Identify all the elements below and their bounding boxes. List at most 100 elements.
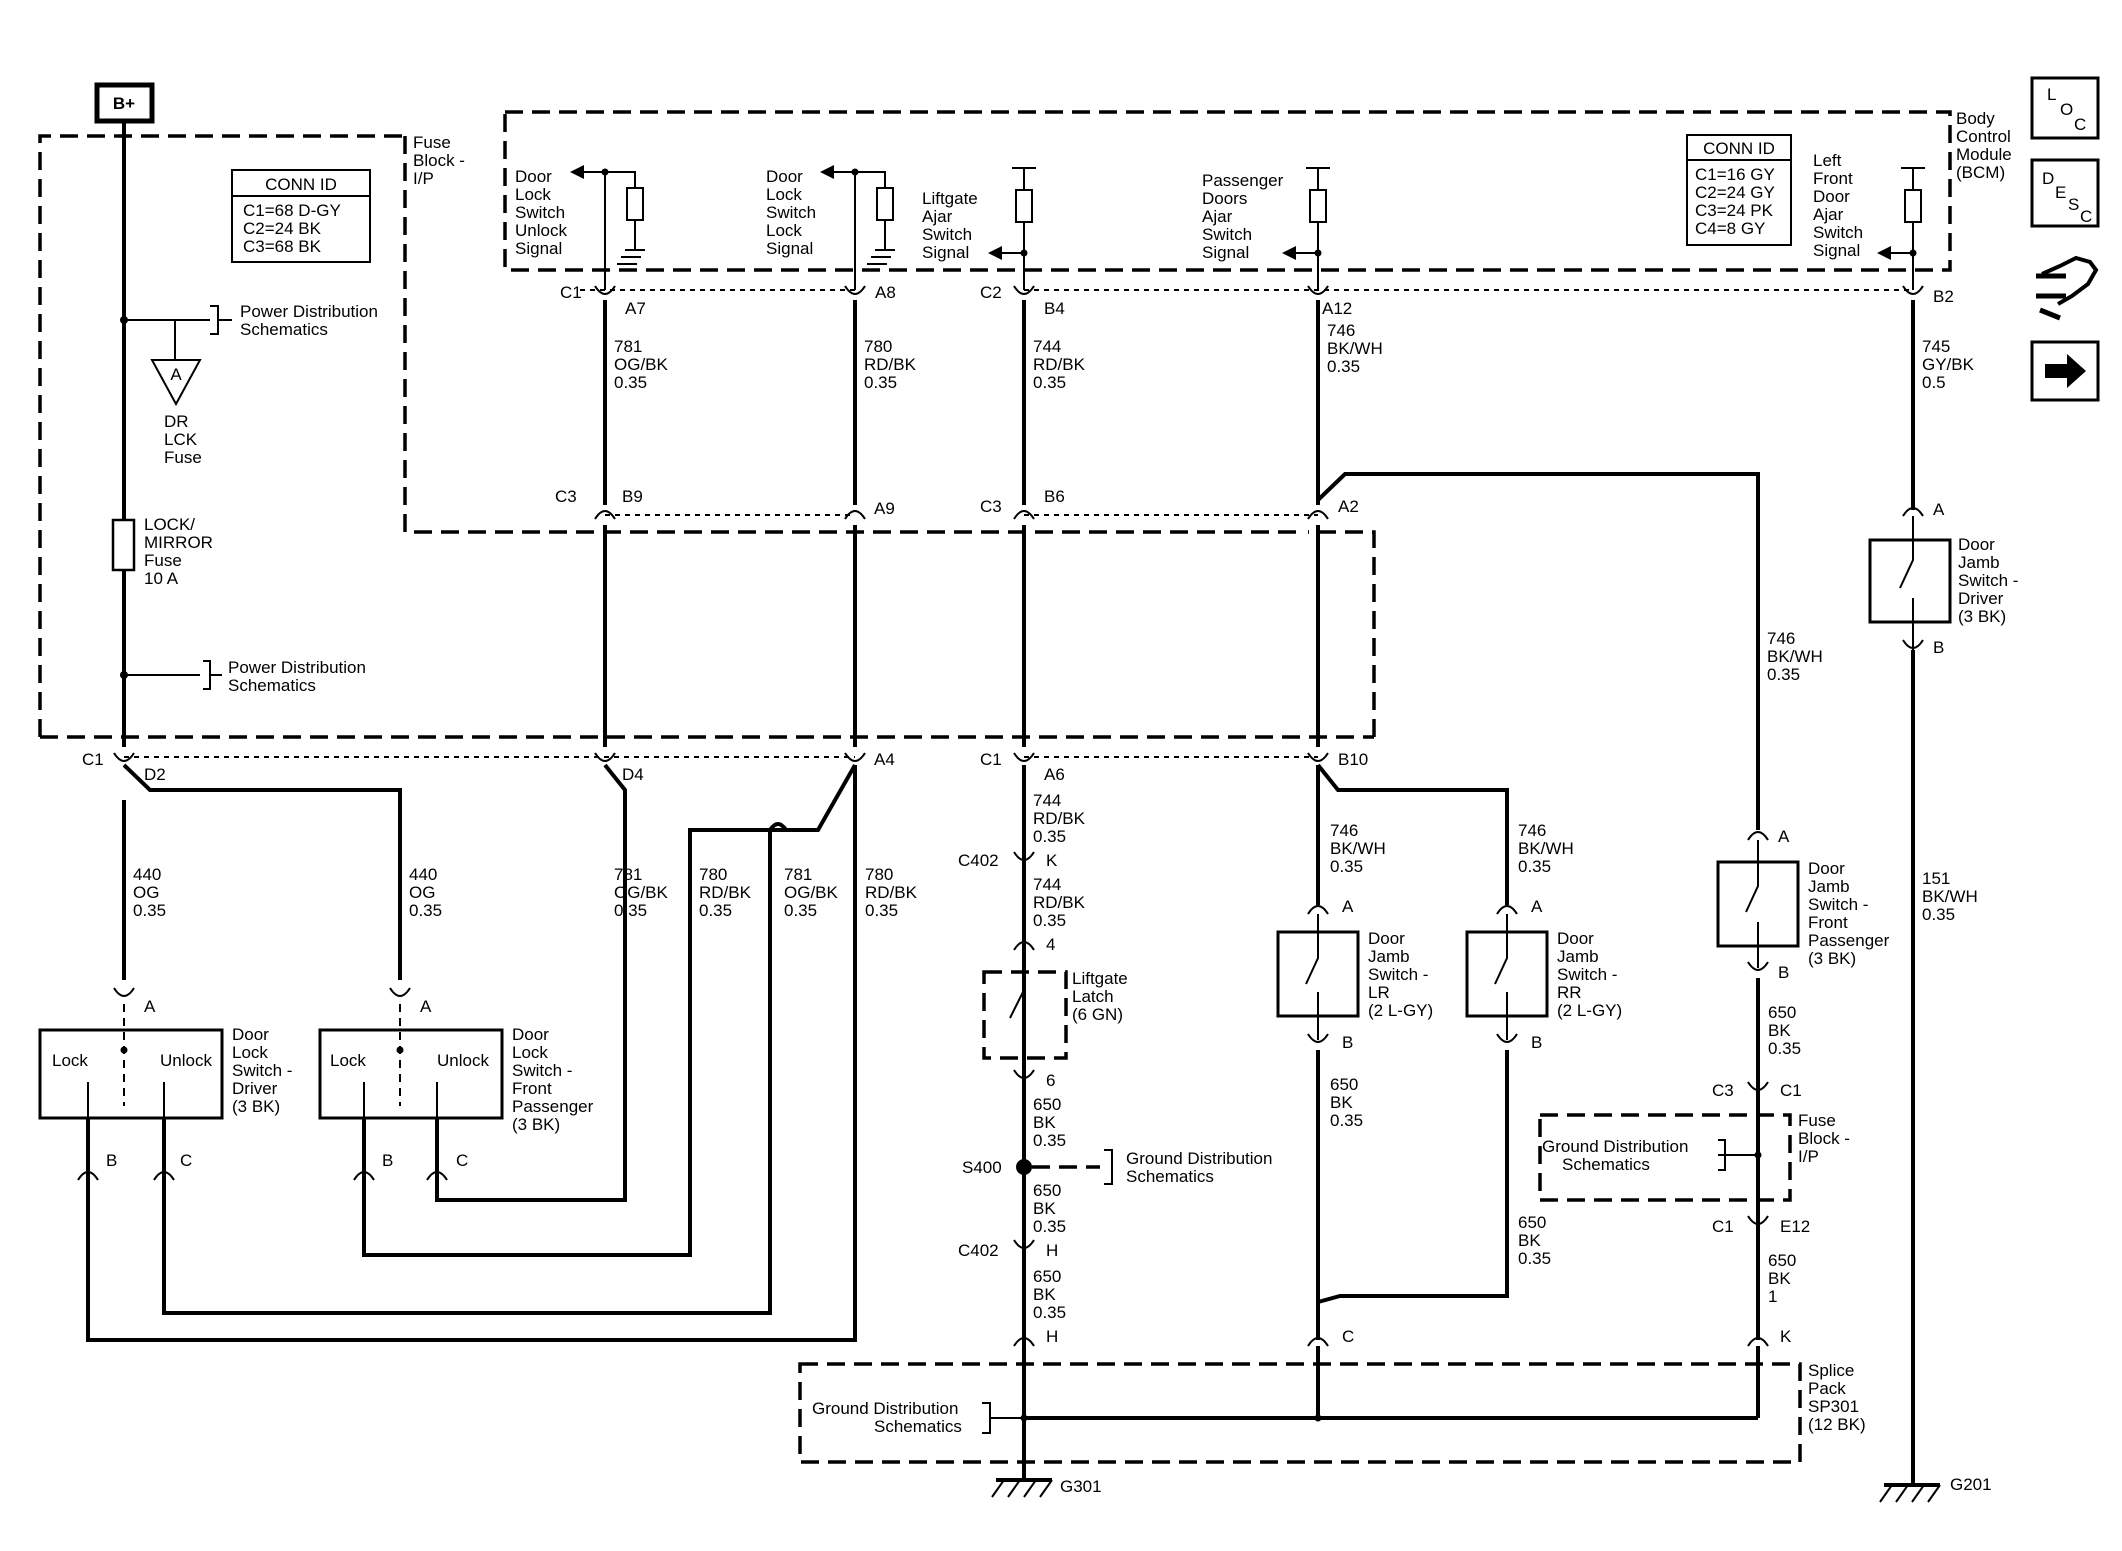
svg-text:744: 744 <box>1033 875 1061 894</box>
svg-text:0.35: 0.35 <box>1330 1111 1363 1130</box>
svg-text:Jamb: Jamb <box>1368 947 1410 966</box>
svg-text:C: C <box>2080 207 2092 226</box>
svg-text:SP301: SP301 <box>1808 1397 1859 1416</box>
svg-text:(6 GN): (6 GN) <box>1072 1005 1123 1024</box>
svg-text:Block -: Block - <box>1798 1129 1850 1148</box>
svg-text:Ground Distribution: Ground Distribution <box>1542 1137 1688 1156</box>
svg-text:BK: BK <box>1033 1113 1056 1132</box>
svg-text:Lock: Lock <box>330 1051 366 1070</box>
svg-text:Jamb: Jamb <box>1808 877 1850 896</box>
svg-text:C3: C3 <box>980 497 1002 516</box>
svg-text:RD/BK: RD/BK <box>865 883 918 902</box>
svg-text:Fuse: Fuse <box>413 133 451 152</box>
connector-icon[interactable] <box>2036 255 2099 321</box>
svg-text:A4: A4 <box>874 750 895 769</box>
svg-text:RD/BK: RD/BK <box>699 883 752 902</box>
svg-text:Block -: Block - <box>413 151 465 170</box>
bcm-title: Body Control Module (BCM) <box>1956 109 2012 182</box>
svg-text:Switch -: Switch - <box>512 1061 572 1080</box>
svg-text:Door: Door <box>766 167 803 186</box>
fuse-block-boundary <box>38 134 1376 739</box>
svg-text:C: C <box>456 1151 468 1170</box>
splice-pack-label: Splice Pack SP301 (12 BK) <box>1808 1361 1866 1434</box>
svg-text:A: A <box>420 997 432 1016</box>
door-lock-signal: Door Lock Switch Lock Signal <box>766 167 816 258</box>
loc-button[interactable]: L O C <box>2030 76 2100 140</box>
desc-button[interactable]: D E S C <box>2030 158 2100 228</box>
svg-text:0.35: 0.35 <box>699 901 732 920</box>
svg-text:(3 BK): (3 BK) <box>1958 607 2006 626</box>
svg-text:RD/BK: RD/BK <box>1033 809 1086 828</box>
svg-text:Fuse: Fuse <box>144 551 182 570</box>
svg-text:Ajar: Ajar <box>922 207 953 226</box>
dr-lck-fuse-triangle <box>150 359 202 407</box>
svg-text:O: O <box>2060 100 2073 119</box>
svg-text:BK/WH: BK/WH <box>1327 339 1383 358</box>
svg-text:OG/BK: OG/BK <box>614 355 669 374</box>
svg-text:A6: A6 <box>1044 765 1065 784</box>
svg-text:S: S <box>2068 195 2079 214</box>
svg-text:781: 781 <box>614 337 642 356</box>
svg-text:Driver: Driver <box>1958 589 2004 608</box>
svg-text:650: 650 <box>1033 1267 1061 1286</box>
svg-text:C: C <box>1342 1327 1354 1346</box>
svg-text:Latch: Latch <box>1072 987 1114 1006</box>
svg-text:CONN ID: CONN ID <box>1703 139 1775 158</box>
svg-text:746: 746 <box>1330 821 1358 840</box>
svg-text:Passenger: Passenger <box>512 1097 594 1116</box>
svg-text:A: A <box>1342 897 1354 916</box>
svg-text:C1=16 GY: C1=16 GY <box>1695 165 1775 184</box>
next-arrow-button[interactable] <box>2030 340 2100 402</box>
svg-text:Jamb: Jamb <box>1557 947 1599 966</box>
svg-text:Door: Door <box>1808 859 1845 878</box>
ground-dist-box-2 <box>1538 1113 1792 1202</box>
svg-text:BK: BK <box>1330 1093 1353 1112</box>
svg-text:Power Distribution: Power Distribution <box>240 302 378 321</box>
svg-text:BK: BK <box>1768 1021 1791 1040</box>
svg-text:C3: C3 <box>1712 1081 1734 1100</box>
svg-text:A12: A12 <box>1322 299 1352 318</box>
svg-text:Door: Door <box>232 1025 269 1044</box>
svg-text:Liftgate: Liftgate <box>922 189 978 208</box>
svg-text:OG/BK: OG/BK <box>784 883 839 902</box>
arrow-right-icon <box>2045 354 2086 388</box>
svg-text:Switch: Switch <box>515 203 565 222</box>
svg-text:C1: C1 <box>560 283 582 302</box>
svg-text:650: 650 <box>1330 1075 1358 1094</box>
svg-text:(3 BK): (3 BK) <box>512 1115 560 1134</box>
svg-text:C1=68 D-GY: C1=68 D-GY <box>243 201 341 220</box>
svg-text:781: 781 <box>784 865 812 884</box>
svg-text:GY/BK: GY/BK <box>1922 355 1975 374</box>
power-dist-2: Power Distribution Schematics <box>228 658 366 695</box>
svg-text:G301: G301 <box>1060 1477 1102 1496</box>
svg-text:D2: D2 <box>144 765 166 784</box>
svg-text:C1: C1 <box>82 750 104 769</box>
ground-dist-3: Ground Distribution Schematics <box>812 1399 962 1436</box>
svg-text:650: 650 <box>1768 1003 1796 1022</box>
svg-text:(3 BK): (3 BK) <box>232 1097 280 1116</box>
svg-text:I/P: I/P <box>1798 1147 1819 1166</box>
svg-text:Lock: Lock <box>52 1051 88 1070</box>
svg-text:DR: DR <box>164 412 189 431</box>
svg-text:0.35: 0.35 <box>1922 905 1955 924</box>
svg-text:BK/WH: BK/WH <box>1518 839 1574 858</box>
bcm-boundary <box>503 110 1952 272</box>
svg-text:C1: C1 <box>980 750 1002 769</box>
svg-text:A: A <box>1531 897 1543 916</box>
splice-pack-boundary <box>798 1362 1802 1464</box>
svg-text:L: L <box>2047 85 2056 104</box>
svg-text:C4=8 GY: C4=8 GY <box>1695 219 1765 238</box>
svg-text:S400: S400 <box>962 1158 1002 1177</box>
svg-text:Switch -: Switch - <box>232 1061 292 1080</box>
power-dist-1: Power Distribution Schematics <box>240 302 378 339</box>
svg-text:H: H <box>1046 1327 1058 1346</box>
svg-text:Door: Door <box>512 1025 549 1044</box>
svg-text:B9: B9 <box>622 487 643 506</box>
svg-text:0.35: 0.35 <box>1767 665 1800 684</box>
svg-text:LCK: LCK <box>164 430 198 449</box>
liftgate-ajar-signal: Liftgate Ajar Switch Signal <box>922 189 978 262</box>
svg-text:LOCK/: LOCK/ <box>144 515 195 534</box>
svg-text:780: 780 <box>865 865 893 884</box>
svg-text:Splice: Splice <box>1808 1361 1854 1380</box>
svg-text:746: 746 <box>1327 321 1355 340</box>
